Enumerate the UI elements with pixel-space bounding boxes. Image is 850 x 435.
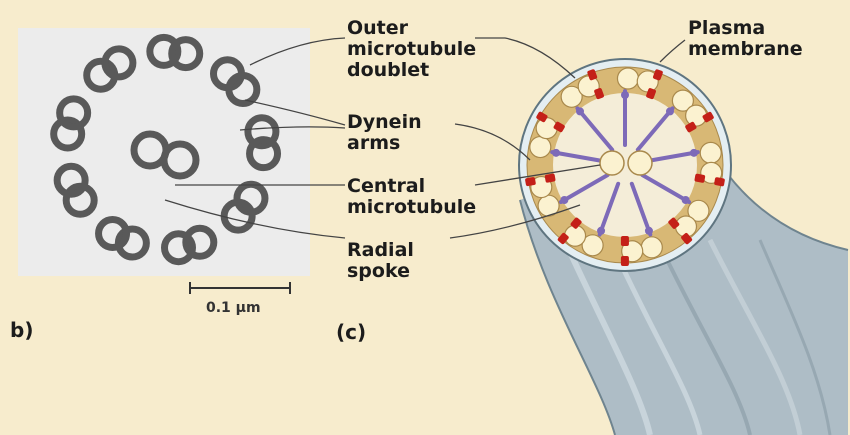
spoke-head <box>552 149 560 157</box>
scale-bar <box>190 282 290 294</box>
axoneme-cross-section <box>519 59 731 271</box>
doublet-tubule-a <box>617 68 638 89</box>
scale-bar-label: 0.1 µm <box>206 300 261 316</box>
panel-label-b: b) <box>10 318 33 342</box>
doublet-tubule-a <box>700 142 721 163</box>
label-outer-microtubule-doublet: Outer microtubule doublet <box>347 18 476 81</box>
electron-micrograph <box>18 28 310 276</box>
dynein-arm-inner <box>621 236 629 246</box>
label-central-microtubule: Central microtubule <box>347 176 476 218</box>
spoke-head <box>666 107 674 115</box>
doublet-tubule-a <box>641 237 662 258</box>
label-dynein-arms: Dynein arms <box>347 112 422 154</box>
leader-outer-doublet-diagram <box>475 38 575 78</box>
panel-label-c: (c) <box>336 320 366 344</box>
spoke-head <box>560 196 568 204</box>
dynein-arm-outer <box>621 256 629 266</box>
spoke-head <box>682 196 690 204</box>
label-radial-spoke: Radial spoke <box>347 240 414 282</box>
spoke-head <box>621 91 629 99</box>
spoke-head <box>645 227 653 235</box>
spoke-head <box>690 149 698 157</box>
spoke-head <box>576 107 584 115</box>
spoke-head <box>597 227 605 235</box>
leader-plasma-membrane <box>660 40 685 62</box>
label-plasma-membrane: Plasma membrane <box>688 18 803 60</box>
doublet-tubule-a <box>530 137 551 158</box>
